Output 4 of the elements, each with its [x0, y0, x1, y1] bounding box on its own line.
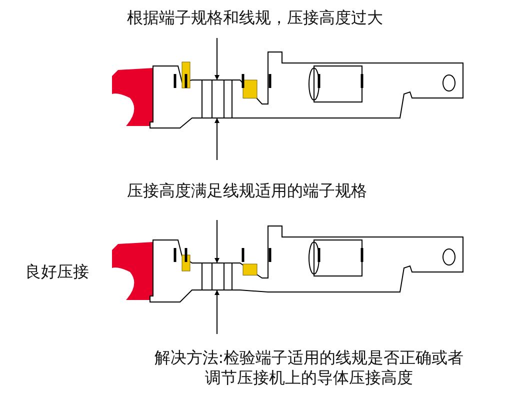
side-label: 良好压接: [25, 262, 89, 282]
note-text: 解决方法:检验端子适用的线规是否正确或者调节压接机上的导体压接高度: [153, 348, 465, 388]
heading-text: 压接高度满足线规适用的端子规格: [127, 181, 367, 201]
heading-text: 根据端子规格和线规，压接高度过大: [127, 8, 383, 28]
